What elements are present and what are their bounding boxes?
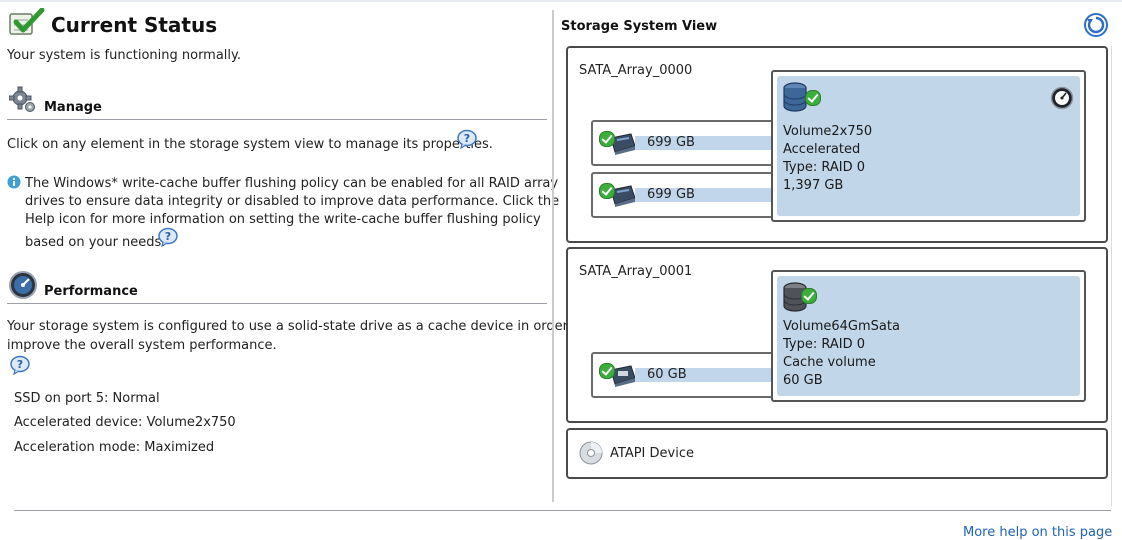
ssd-port-status: SSD on port 5: Normal <box>14 391 160 406</box>
panel-divider <box>552 10 554 502</box>
disk-capacity-bar <box>635 368 775 382</box>
array-box-0000[interactable]: SATA_Array_0000 699 GB 699 GB <box>566 46 1108 243</box>
status-ok-icon <box>9 8 45 35</box>
volume-volume2x750[interactable]: Volume2x750 Accelerated Type: RAID 0 1,3… <box>771 70 1086 222</box>
volume-type: Type: RAID 0 <box>783 337 866 352</box>
disk-699gb-2[interactable]: 699 GB <box>591 172 779 218</box>
ok-check-icon <box>599 183 615 199</box>
atapi-device-box[interactable]: ATAPI Device <box>566 428 1108 479</box>
performance-desc-2: improve the overall system performance. <box>7 338 277 353</box>
volume-size: 1,397 GB <box>783 178 844 193</box>
gear-icon <box>9 86 35 112</box>
footer-rule <box>14 510 1111 511</box>
disk-capacity-bar <box>635 136 775 150</box>
performance-rule <box>7 303 547 304</box>
manage-heading: Manage <box>44 100 102 115</box>
ok-check-icon <box>805 90 821 106</box>
top-edge <box>0 0 1122 2</box>
manage-rule <box>7 119 547 120</box>
status-message: Your system is functioning normally. <box>7 48 242 63</box>
performance-desc-1: Your storage system is configured to use… <box>7 319 586 334</box>
volume-type: Type: RAID 0 <box>783 160 866 175</box>
volume-name: Volume2x750 <box>783 124 873 139</box>
manage-instruction-text: Click on any element in the storage syst… <box>7 137 493 152</box>
volume-panel: Volume64GmSata Type: RAID 0 Cache volume… <box>777 276 1080 396</box>
help-icon[interactable]: ? <box>157 227 179 247</box>
more-help-link[interactable]: More help on this page <box>963 525 1113 540</box>
ok-check-icon <box>599 363 615 379</box>
refresh-icon[interactable] <box>1083 12 1109 38</box>
disk-699gb-1[interactable]: 699 GB <box>591 120 779 166</box>
disk-capacity-bar <box>635 188 775 202</box>
volume-size: 60 GB <box>783 373 823 388</box>
ok-check-icon <box>599 131 615 147</box>
volume-name: Volume64GmSata <box>783 319 900 334</box>
acceleration-gauge-icon <box>1050 86 1074 110</box>
svg-text:?: ? <box>464 132 470 145</box>
manage-instruction: Click on any element in the storage syst… <box>7 136 493 154</box>
right-edge <box>1111 46 1112 506</box>
volume-panel: Volume2x750 Accelerated Type: RAID 0 1,3… <box>777 76 1080 216</box>
disk-size: 60 GB <box>647 367 687 382</box>
performance-heading: Performance <box>44 284 138 299</box>
volume-status: Accelerated <box>783 142 861 157</box>
accelerated-device: Accelerated device: Volume2x750 <box>14 415 236 430</box>
svg-text:?: ? <box>165 230 171 243</box>
optical-disc-icon <box>579 441 603 465</box>
atapi-device-label: ATAPI Device <box>610 446 694 461</box>
disk-size: 699 GB <box>647 135 695 150</box>
disk-60gb[interactable]: 60 GB <box>591 352 779 398</box>
array-name: SATA_Array_0001 <box>579 264 693 279</box>
volume-role: Cache volume <box>783 355 876 370</box>
policy-line-4: based on your needs. <box>25 235 166 250</box>
policy-line-1: The Windows* write-cache buffer flushing… <box>25 176 559 191</box>
help-icon[interactable]: ? <box>456 129 478 149</box>
array-box-0001[interactable]: SATA_Array_0001 60 GB Volume64GmSata Typ… <box>566 247 1108 423</box>
storage-view-title: Storage System View <box>561 19 718 34</box>
volume-volume64gmsata[interactable]: Volume64GmSata Type: RAID 0 Cache volume… <box>771 270 1086 402</box>
svg-text:?: ? <box>17 358 23 371</box>
info-icon <box>7 175 21 189</box>
ok-check-icon <box>801 288 817 304</box>
performance-gauge-icon <box>9 271 37 299</box>
disk-size: 699 GB <box>647 187 695 202</box>
policy-line-2: drives to ensure data integrity or disab… <box>25 194 560 209</box>
acceleration-mode: Acceleration mode: Maximized <box>14 440 215 455</box>
policy-line-3: Help icon for more information on settin… <box>25 212 541 227</box>
help-icon[interactable]: ? <box>9 355 31 375</box>
page-title: Current Status <box>51 13 218 37</box>
array-name: SATA_Array_0000 <box>579 63 693 78</box>
